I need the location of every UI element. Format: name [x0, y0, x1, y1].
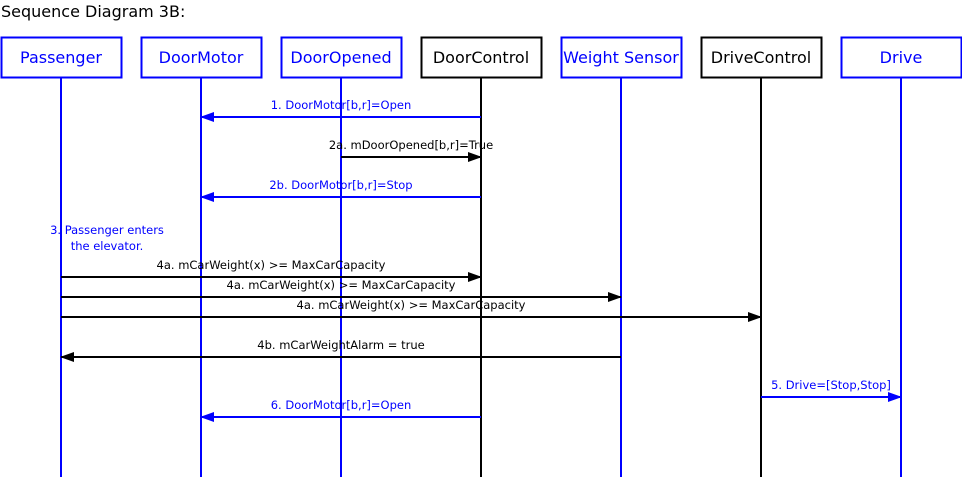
object-box-drivecontrol: [700, 36, 823, 79]
object-label-doorcontrol: DoorControl: [433, 48, 529, 67]
object-box-doormotor: [140, 36, 263, 79]
message-label: 4a. mCarWeight(x) >= MaxCarCapacity: [227, 278, 456, 292]
object-box-dooropened: [280, 36, 403, 79]
object-label-weightsensor: Weight Sensor: [563, 48, 679, 67]
object-box-doorcontrol: [420, 36, 543, 79]
object-box-drive: [840, 36, 962, 79]
message-8: 5. Drive=[Stop,Stop]: [761, 378, 902, 402]
message-3: 2b. DoorMotor[b,r]=Stop: [200, 178, 481, 202]
message-6: 4a. mCarWeight(x) >= MaxCarCapacity: [61, 298, 762, 322]
message-2: 2a. mDoorOpened[b,r]=True: [329, 138, 493, 162]
object-box-weightsensor: [560, 36, 683, 79]
message-label: 1. DoorMotor[b,r]=Open: [271, 98, 412, 112]
object-box-passenger: [0, 36, 123, 79]
object-label-passenger: Passenger: [20, 48, 102, 67]
object-label-dooropened: DoorOpened: [290, 48, 391, 67]
note-line: the elevator.: [71, 239, 144, 253]
message-7: 4b. mCarWeightAlarm = true: [60, 338, 621, 362]
object-label-drive: Drive: [880, 48, 923, 67]
object-dooropened: DoorOpened: [280, 36, 403, 477]
message-label: 4a. mCarWeight(x) >= MaxCarCapacity: [297, 298, 526, 312]
object-label-drivecontrol: DriveControl: [711, 48, 812, 67]
object-drivecontrol: DriveControl: [700, 36, 823, 477]
message-label: 4a. mCarWeight(x) >= MaxCarCapacity: [157, 258, 386, 272]
message-4: 4a. mCarWeight(x) >= MaxCarCapacity: [61, 258, 482, 282]
diagram-title: Sequence Diagram 3B:: [1, 2, 186, 21]
note-passenger-enters: 3. Passenger enters the elevator.: [50, 223, 164, 253]
message-label: 5. Drive=[Stop,Stop]: [771, 378, 891, 392]
message-1: 1. DoorMotor[b,r]=Open: [200, 98, 481, 122]
object-label-doormotor: DoorMotor: [159, 48, 244, 67]
object-doormotor: DoorMotor: [140, 36, 263, 477]
message-label: 4b. mCarWeightAlarm = true: [257, 338, 424, 352]
message-9: 6. DoorMotor[b,r]=Open: [200, 398, 481, 422]
message-label: 2b. DoorMotor[b,r]=Stop: [269, 178, 412, 192]
message-label: 6. DoorMotor[b,r]=Open: [271, 398, 412, 412]
object-drive: Drive: [840, 36, 962, 477]
message-5: 4a. mCarWeight(x) >= MaxCarCapacity: [61, 278, 622, 302]
object-doorcontrol: DoorControl: [420, 36, 543, 477]
note-line: 3. Passenger enters: [50, 223, 164, 237]
object-weightsensor: Weight Sensor: [560, 36, 683, 477]
message-label: 2a. mDoorOpened[b,r]=True: [329, 138, 493, 152]
object-passenger: Passenger: [0, 36, 123, 477]
